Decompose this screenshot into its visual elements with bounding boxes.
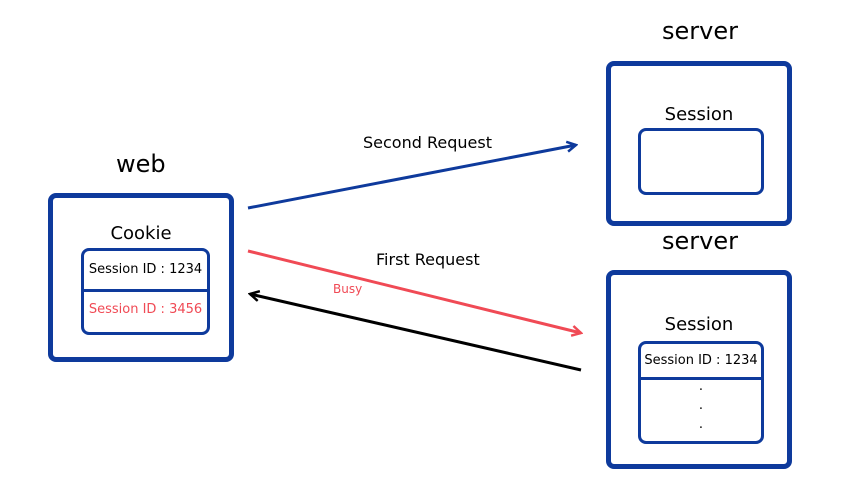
server-top-box: Session xyxy=(606,61,792,226)
server-session-divider xyxy=(641,377,761,380)
web-box: Cookie Session ID : 1234 Session ID : 34… xyxy=(48,193,234,362)
server-top-title: server xyxy=(662,17,738,45)
busy-label: Busy xyxy=(333,282,363,296)
server-bottom-box: Session Session ID : 1234 . . . xyxy=(606,270,792,469)
cookie-label: Cookie xyxy=(110,223,172,244)
server-top-session-label: Session xyxy=(664,104,734,125)
cookie-entry-2: Session ID : 3456 xyxy=(88,302,203,317)
cookie-entry-1: Session ID : 1234 xyxy=(88,262,203,277)
first-request-label: First Request xyxy=(376,250,480,269)
cookie-store: Session ID : 1234 Session ID : 3456 xyxy=(81,248,210,335)
cookie-divider xyxy=(84,289,207,292)
first-request-arrow xyxy=(247,249,581,333)
response-arrow xyxy=(250,294,582,372)
server-session-entry-1: Session ID : 1234 xyxy=(644,353,758,368)
ellipsis-dot-2: . xyxy=(698,398,704,413)
ellipsis-dot-3: . xyxy=(698,417,704,432)
server-bottom-title: server xyxy=(662,227,738,255)
second-request-arrow xyxy=(247,145,576,210)
server-top-session-store xyxy=(638,128,764,195)
server-bottom-session-label: Session xyxy=(664,314,734,335)
server-bottom-session-store: Session ID : 1234 . . . xyxy=(638,341,764,444)
ellipsis-dot-1: . xyxy=(698,379,704,394)
web-title: web xyxy=(116,150,166,178)
second-request-label: Second Request xyxy=(363,133,492,152)
